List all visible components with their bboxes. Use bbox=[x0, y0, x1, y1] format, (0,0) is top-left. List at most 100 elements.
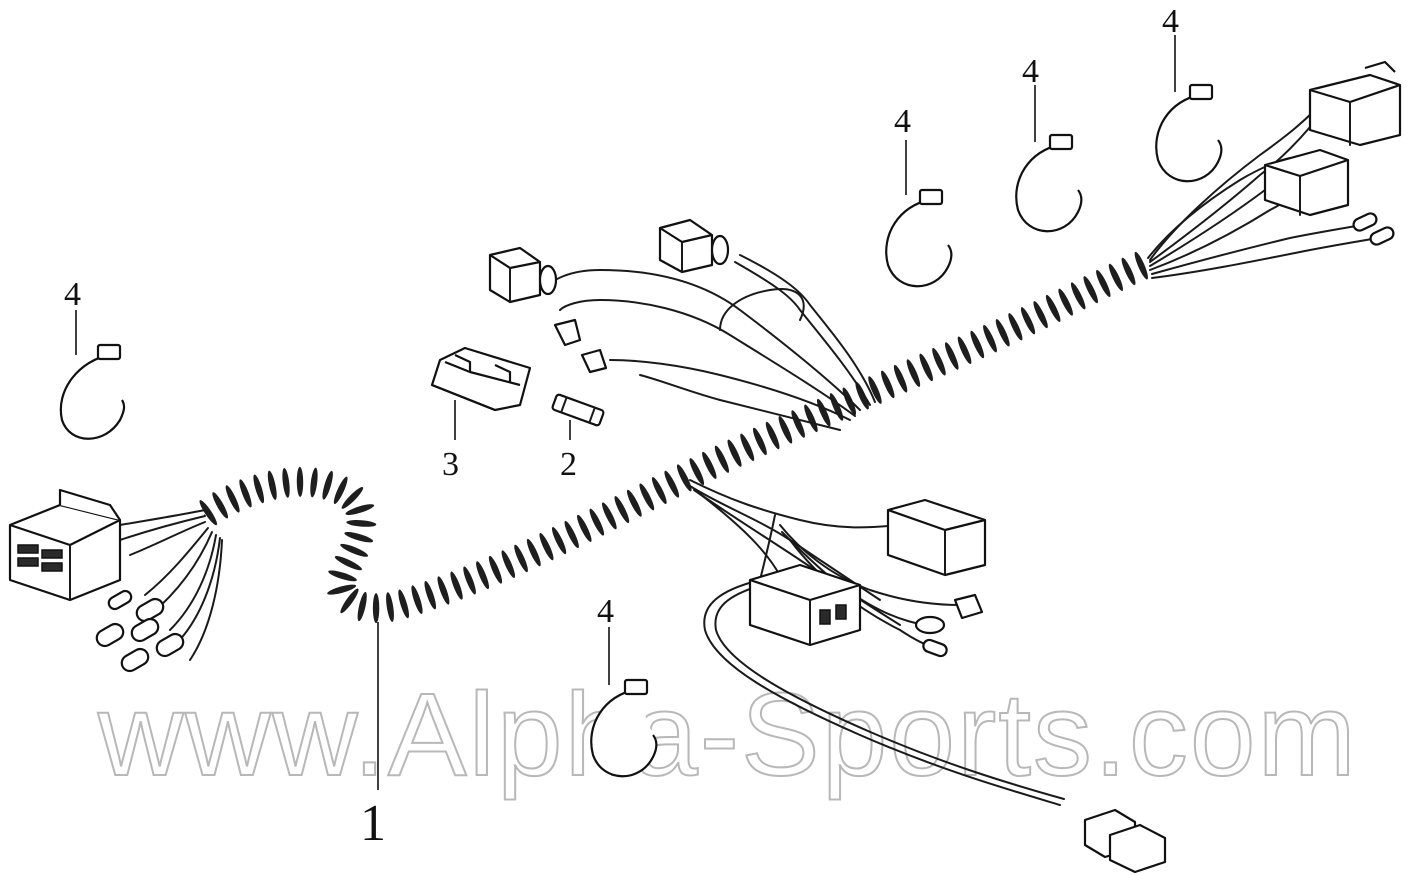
lower-middle-connector bbox=[748, 563, 862, 647]
loom-corrugation bbox=[995, 319, 1010, 347]
loom-corrugation bbox=[1045, 294, 1061, 322]
loom-corrugation bbox=[501, 550, 516, 578]
loom-corrugation bbox=[437, 576, 450, 605]
loom-corrugation bbox=[676, 464, 692, 492]
loom-corrugation bbox=[341, 486, 364, 509]
loom-corrugation bbox=[450, 571, 463, 600]
watermark-text: www.Alpha-Sports.com bbox=[97, 669, 1358, 801]
loom-corrugation bbox=[282, 467, 290, 498]
loom-corrugation bbox=[344, 531, 374, 543]
loom-corrugation bbox=[906, 359, 921, 387]
loom-corrugation bbox=[424, 580, 437, 610]
loom-corrugation bbox=[1108, 263, 1123, 291]
loom-corrugation bbox=[893, 364, 908, 393]
loom-corrugation bbox=[944, 342, 959, 370]
loom-corrugation bbox=[970, 330, 985, 359]
loom-corrugation bbox=[551, 527, 567, 555]
loom-corrugation bbox=[639, 483, 655, 511]
loom-corrugation bbox=[463, 566, 476, 595]
callout-clip-4-bottom: 4 bbox=[597, 593, 614, 630]
loom-corrugation bbox=[357, 591, 367, 622]
loom-corrugation bbox=[310, 467, 318, 498]
loom-corrugation bbox=[727, 439, 742, 467]
callout-clip-4-top: 4 bbox=[1162, 3, 1179, 40]
loom-corrugation bbox=[296, 466, 304, 497]
loom-corrugation bbox=[372, 593, 380, 624]
loom-corrugation bbox=[334, 555, 362, 571]
loom-corrugation bbox=[791, 410, 805, 438]
loom-corrugation bbox=[340, 588, 359, 614]
loom-corrugation bbox=[345, 504, 375, 515]
loom-corrugation bbox=[386, 592, 394, 622]
loom-corrugation bbox=[626, 489, 642, 517]
socket-connector-left bbox=[488, 246, 558, 304]
loom-corrugation bbox=[539, 533, 554, 561]
callout-clip-4-left: 4 bbox=[64, 276, 81, 313]
right-top-connector-upper bbox=[1308, 60, 1402, 147]
loom-corrugation bbox=[752, 427, 767, 456]
fuse bbox=[551, 393, 605, 427]
loom-corrugation bbox=[514, 544, 528, 573]
wire-clip bbox=[590, 678, 658, 778]
loom-corrugation bbox=[1134, 251, 1148, 280]
loom-corrugation bbox=[1096, 269, 1111, 298]
leader-lines bbox=[75, 35, 1176, 790]
loom-corrugation bbox=[602, 502, 617, 530]
right-bullet-terminals bbox=[1352, 212, 1395, 246]
wire-clip bbox=[1155, 83, 1223, 183]
loom-corrugation bbox=[398, 589, 409, 619]
loom-corrugation bbox=[239, 479, 252, 508]
lower-right-connector bbox=[886, 498, 987, 577]
loom-corrugation bbox=[664, 470, 680, 498]
loom-corrugation bbox=[199, 500, 218, 526]
small-terminal-connectors bbox=[553, 318, 608, 374]
upper-branch-wires bbox=[544, 254, 876, 431]
wire-clip bbox=[59, 343, 126, 440]
wire-clip bbox=[885, 188, 953, 288]
loom-corrugation bbox=[327, 584, 357, 595]
loom-corrugation bbox=[411, 585, 423, 614]
loom-corrugation bbox=[614, 496, 630, 524]
bottom-end-connector bbox=[1083, 808, 1167, 874]
loom-corrugation bbox=[778, 416, 793, 444]
loom-corrugation bbox=[476, 561, 490, 590]
loom-corrugation bbox=[651, 477, 667, 505]
loom-corrugation bbox=[1033, 301, 1048, 329]
loom-corrugation bbox=[855, 381, 869, 410]
loom-corrugation bbox=[526, 538, 541, 567]
loom-corrugation bbox=[267, 470, 277, 500]
callout-fuse-2: 2 bbox=[560, 446, 577, 483]
loom-corrugation bbox=[333, 476, 348, 505]
loom-corrugation bbox=[714, 445, 730, 473]
loom-corrugation bbox=[564, 520, 579, 549]
loom-corrugation bbox=[765, 421, 780, 450]
callout-fuse-holder-3: 3 bbox=[442, 446, 459, 483]
left-bullet-terminals bbox=[95, 589, 185, 673]
loom-corrugation bbox=[689, 458, 705, 486]
loom-corrugation bbox=[577, 514, 592, 542]
loom-corrugation bbox=[253, 474, 265, 504]
loom-corrugation bbox=[488, 555, 503, 584]
loom-corrugation bbox=[919, 353, 933, 382]
loom-corrugation bbox=[1083, 276, 1098, 304]
loom-corrugation bbox=[804, 404, 818, 433]
loom-corrugation bbox=[589, 508, 605, 536]
loom-corrugation bbox=[881, 370, 895, 399]
loom-corrugation bbox=[1008, 313, 1023, 341]
loom-corrugation bbox=[842, 387, 857, 416]
callout-clip-4-upper: 4 bbox=[1022, 53, 1039, 90]
callout-clip-4-center: 4 bbox=[894, 103, 911, 140]
loom-corrugation bbox=[212, 492, 229, 519]
socket-connector-middle bbox=[658, 218, 730, 274]
loom-corrugation bbox=[932, 347, 946, 376]
ring-terminal-and-spade bbox=[914, 593, 984, 658]
loom-corrugation bbox=[328, 570, 357, 582]
loom-corrugation bbox=[868, 376, 882, 404]
wire-clip bbox=[1015, 133, 1083, 233]
loom-corrugation bbox=[1020, 307, 1036, 335]
loom-corrugation bbox=[322, 470, 333, 500]
fuse-holder bbox=[430, 346, 532, 412]
callout-harness-1: 1 bbox=[360, 795, 386, 852]
loom-corrugation bbox=[740, 433, 755, 461]
